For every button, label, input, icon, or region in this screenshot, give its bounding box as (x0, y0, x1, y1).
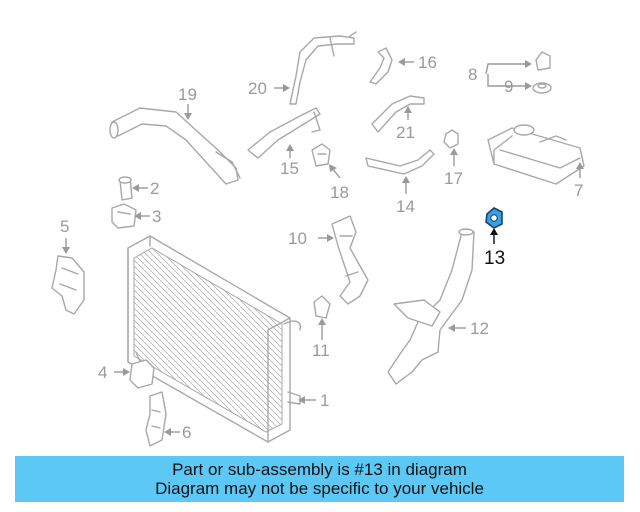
parts-diagram: 1 2 3 4 5 6 7 8 9 10 11 12 13 14 15 16 1… (51, 31, 585, 447)
part-17-clamp (443, 129, 459, 149)
label-9: 9 (504, 77, 513, 96)
label-18: 18 (330, 183, 349, 202)
label-1: 1 (320, 391, 329, 410)
part-13-clamp (485, 207, 503, 229)
part-19-pipe (109, 107, 241, 185)
label-6: 6 (182, 423, 191, 442)
label-21: 21 (396, 123, 415, 142)
label-11: 11 (312, 341, 330, 360)
label-16: 16 (418, 53, 437, 72)
label-2: 2 (150, 179, 159, 198)
part-11-clamp (313, 295, 331, 319)
label-15: 15 (280, 159, 299, 178)
leader-arrows (62, 58, 584, 436)
label-5: 5 (60, 217, 69, 236)
label-8: 8 (468, 65, 477, 84)
part-18-sensor (311, 143, 331, 167)
part-4-mount (129, 359, 155, 389)
part-21-hose (371, 95, 425, 133)
part-9-seal (532, 82, 552, 94)
label-7: 7 (574, 181, 583, 200)
label-3: 3 (152, 207, 161, 226)
part-12-hose (387, 228, 475, 385)
label-19: 19 (178, 85, 197, 104)
part-20-pipe (289, 31, 357, 105)
part-10-hose (331, 215, 369, 305)
label-13: 13 (484, 248, 505, 269)
label-17: 17 (444, 169, 463, 188)
part-6-bracket (145, 391, 167, 447)
label-14: 14 (396, 197, 415, 216)
part-3-mount (111, 203, 137, 229)
label-4: 4 (98, 363, 107, 382)
notice-line-disclaimer: Diagram may not be specific to your vehi… (155, 479, 484, 498)
part-8-cap (535, 51, 551, 71)
part-5-bracket (51, 255, 85, 315)
label-20: 20 (248, 79, 267, 98)
diagram-notice-banner: Part or sub-assembly is #13 in diagram D… (15, 456, 624, 502)
notice-line-part: Part or sub-assembly is #13 in diagram (172, 460, 467, 479)
label-12: 12 (470, 319, 489, 338)
part-2-cap (118, 176, 133, 201)
label-10: 10 (288, 229, 307, 248)
part-15-pipe (247, 107, 321, 159)
part-7-expansion-tank (487, 124, 585, 185)
part-14-hose (365, 149, 435, 175)
radiator-part (127, 235, 302, 443)
part-16-hose (369, 47, 393, 85)
